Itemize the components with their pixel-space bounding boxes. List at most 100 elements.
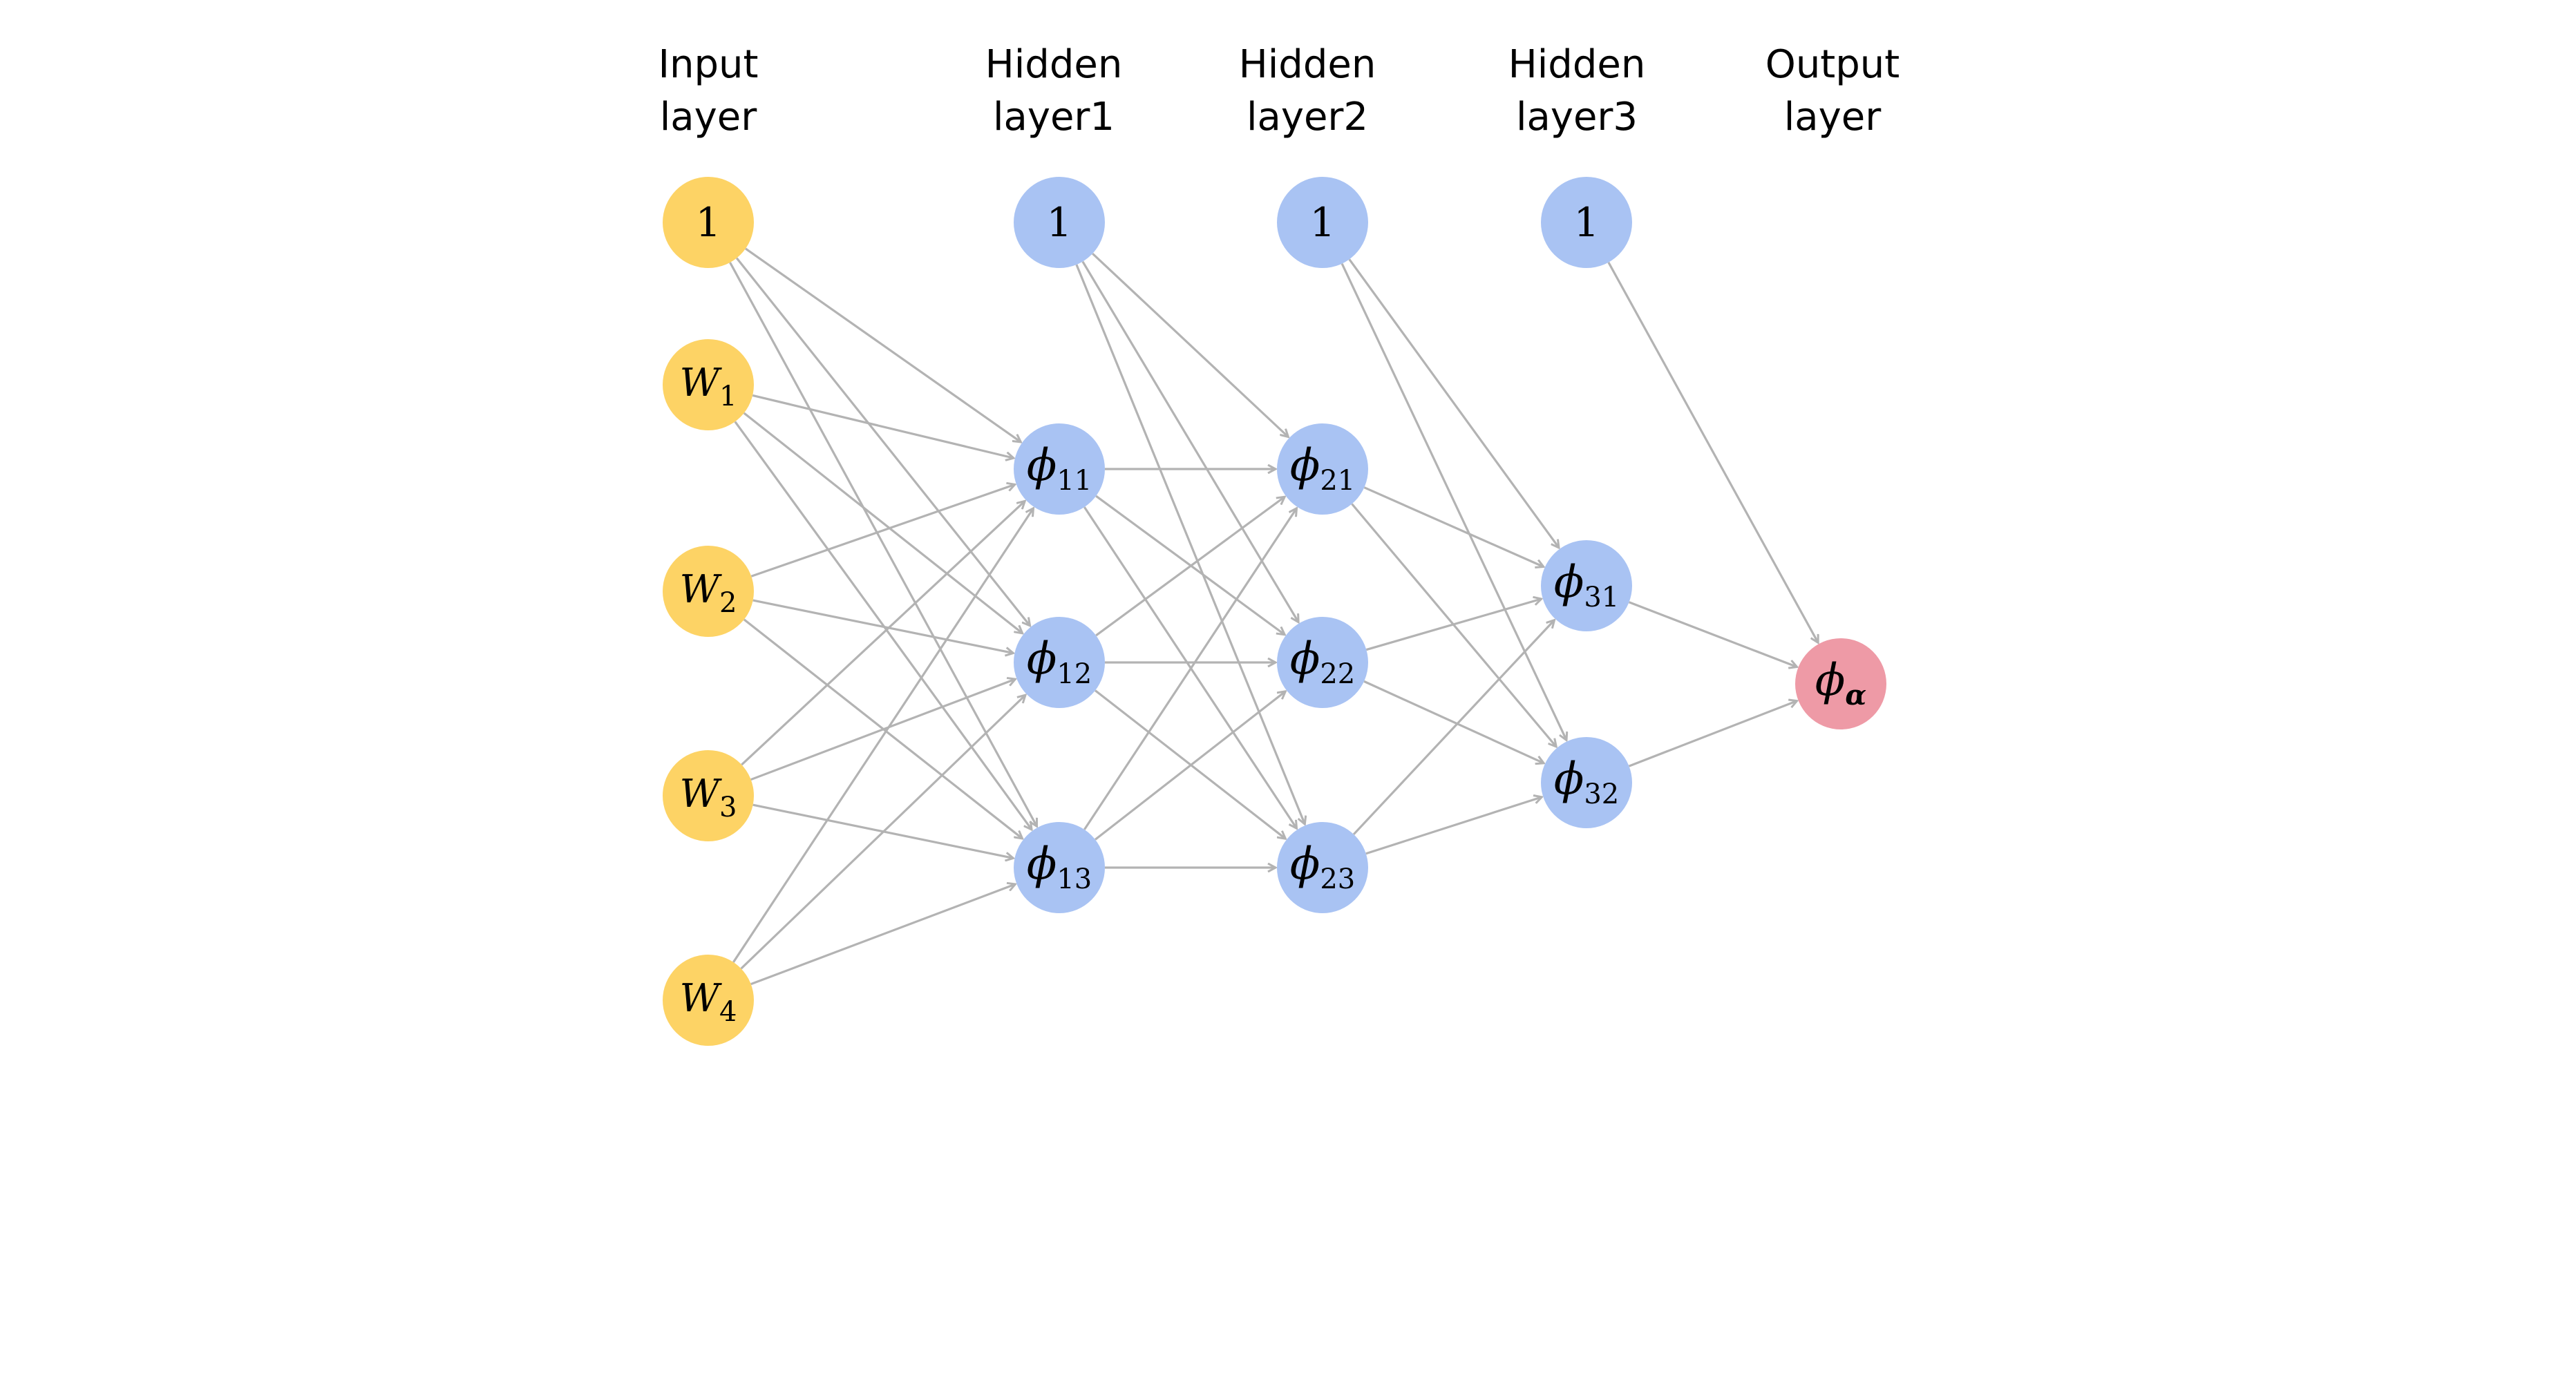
edges-layer	[729, 247, 1819, 986]
layer-title-h2-line1: Hidden	[1239, 42, 1376, 87]
edge-phi32-to-phi-alpha	[1628, 701, 1797, 767]
node-symbol: ϕ	[1554, 557, 1584, 608]
edge-in-w2-to-phi11	[750, 484, 1014, 577]
node-in-w4: W4	[663, 955, 754, 1046]
node-symbol: 1	[1574, 199, 1600, 246]
edge-h1-bias-to-phi21	[1092, 252, 1288, 437]
edge-in-bias-to-phi13	[729, 262, 1037, 826]
node-circle-h3-bias	[1541, 177, 1632, 268]
node-label-in-w4: W4	[679, 976, 737, 1028]
layer-title-h3-line2: layer3	[1516, 95, 1638, 140]
edge-h2-bias-to-phi31	[1348, 258, 1559, 548]
node-h2-bias: 1	[1277, 177, 1368, 268]
edge-in-bias-to-phi11	[745, 247, 1021, 442]
node-label-in-w2: W2	[679, 567, 737, 619]
edge-phi22-to-phi31	[1365, 599, 1541, 651]
edge-h1-bias-to-phi23	[1075, 264, 1305, 824]
node-symbol: 1	[1310, 199, 1336, 246]
node-circle-phi31	[1541, 540, 1632, 631]
node-label-in-bias: 1	[696, 199, 721, 246]
node-in-w2: W2	[663, 546, 754, 637]
edge-in-w4-to-phi13	[750, 884, 1016, 986]
node-symbol: ϕ	[1815, 655, 1846, 706]
node-circle-h2-bias	[1277, 177, 1368, 268]
edge-phi13-to-phi21	[1083, 508, 1296, 830]
edge-in-w3-to-phi11	[741, 501, 1025, 766]
node-circle-phi21	[1277, 423, 1368, 515]
node-phi13: ϕ13	[1014, 822, 1105, 913]
node-label-h1-bias: 1	[1047, 199, 1072, 246]
node-phi21: ϕ21	[1277, 423, 1368, 515]
node-symbol: ϕ	[1554, 754, 1584, 805]
node-subscript: α	[1845, 679, 1866, 711]
node-label-phi31: ϕ31	[1554, 557, 1620, 613]
layer-title-h3-line1: Hidden	[1508, 42, 1646, 87]
node-circle-h1-bias	[1014, 177, 1105, 268]
node-subscript: 31	[1584, 582, 1619, 613]
node-symbol: ϕ	[1027, 440, 1057, 491]
node-subscript: 23	[1320, 863, 1355, 895]
node-in-w1: W1	[663, 339, 754, 430]
node-symbol: ϕ	[1027, 839, 1057, 890]
node-phi32: ϕ32	[1541, 737, 1632, 828]
node-phi-alpha: ϕα	[1795, 638, 1886, 729]
edge-in-w1-to-phi11	[752, 394, 1014, 458]
node-subscript: 32	[1584, 778, 1619, 810]
node-symbol: W	[679, 976, 722, 1021]
edge-in-w4-to-phi12	[740, 695, 1025, 970]
edge-phi12-to-phi21	[1095, 497, 1285, 637]
edge-phi31-to-phi-alpha	[1628, 601, 1797, 667]
node-label-phi13: ϕ13	[1027, 839, 1092, 895]
layer-title-h1-line1: Hidden	[985, 42, 1123, 87]
node-symbol: ϕ	[1290, 633, 1320, 685]
node-circle-phi-alpha	[1795, 638, 1886, 729]
node-label-phi-alpha: ϕα	[1815, 655, 1866, 711]
node-subscript: 11	[1057, 465, 1092, 497]
node-phi12: ϕ12	[1014, 617, 1105, 708]
edge-in-w2-to-phi12	[752, 599, 1014, 653]
node-subscript: 13	[1057, 863, 1092, 895]
node-h1-bias: 1	[1014, 177, 1105, 268]
edge-phi13-to-phi22	[1095, 691, 1285, 841]
layer-title-h1-line2: layer1	[993, 95, 1115, 140]
node-circle-phi23	[1277, 822, 1368, 913]
node-in-bias: 1	[663, 177, 754, 268]
node-symbol: ϕ	[1290, 440, 1320, 491]
edge-h3-bias-to-phi-alpha	[1607, 262, 1818, 643]
node-circle-in-w2	[663, 546, 754, 637]
node-label-phi12: ϕ12	[1027, 633, 1092, 690]
node-circle-in-bias	[663, 177, 754, 268]
node-phi31: ϕ31	[1541, 540, 1632, 631]
node-label-phi11: ϕ11	[1027, 440, 1092, 497]
edge-h1-bias-to-phi22	[1081, 260, 1298, 622]
node-subscript: 22	[1320, 658, 1355, 690]
node-circle-in-w3	[663, 750, 754, 841]
node-symbol: W	[679, 361, 722, 405]
edge-in-bias-to-phi12	[735, 257, 1030, 626]
node-circle-phi12	[1014, 617, 1105, 708]
edge-in-w3-to-phi12	[750, 679, 1016, 781]
node-circle-phi32	[1541, 737, 1632, 828]
node-circle-in-w4	[663, 955, 754, 1046]
node-subscript: 1	[719, 381, 737, 412]
edge-phi23-to-phi31	[1352, 620, 1554, 835]
layer-titles: InputlayerHiddenlayer1Hiddenlayer2Hidden…	[658, 42, 1900, 140]
edge-h2-bias-to-phi32	[1341, 263, 1566, 740]
node-symbol: 1	[1047, 199, 1072, 246]
node-circle-phi11	[1014, 423, 1105, 515]
node-subscript: 21	[1320, 465, 1355, 497]
node-label-phi32: ϕ32	[1554, 754, 1620, 810]
node-label-h2-bias: 1	[1310, 199, 1336, 246]
node-symbol: W	[679, 567, 722, 612]
node-subscript: 2	[719, 587, 737, 619]
edge-phi23-to-phi32	[1365, 797, 1542, 855]
node-symbol: ϕ	[1027, 633, 1057, 685]
node-phi22: ϕ22	[1277, 617, 1368, 708]
node-circle-in-w1	[663, 339, 754, 430]
node-circle-phi22	[1277, 617, 1368, 708]
edge-in-w4-to-phi11	[732, 508, 1033, 963]
node-phi23: ϕ23	[1277, 822, 1368, 913]
node-in-w3: W3	[663, 750, 754, 841]
node-symbol: 1	[696, 199, 721, 246]
